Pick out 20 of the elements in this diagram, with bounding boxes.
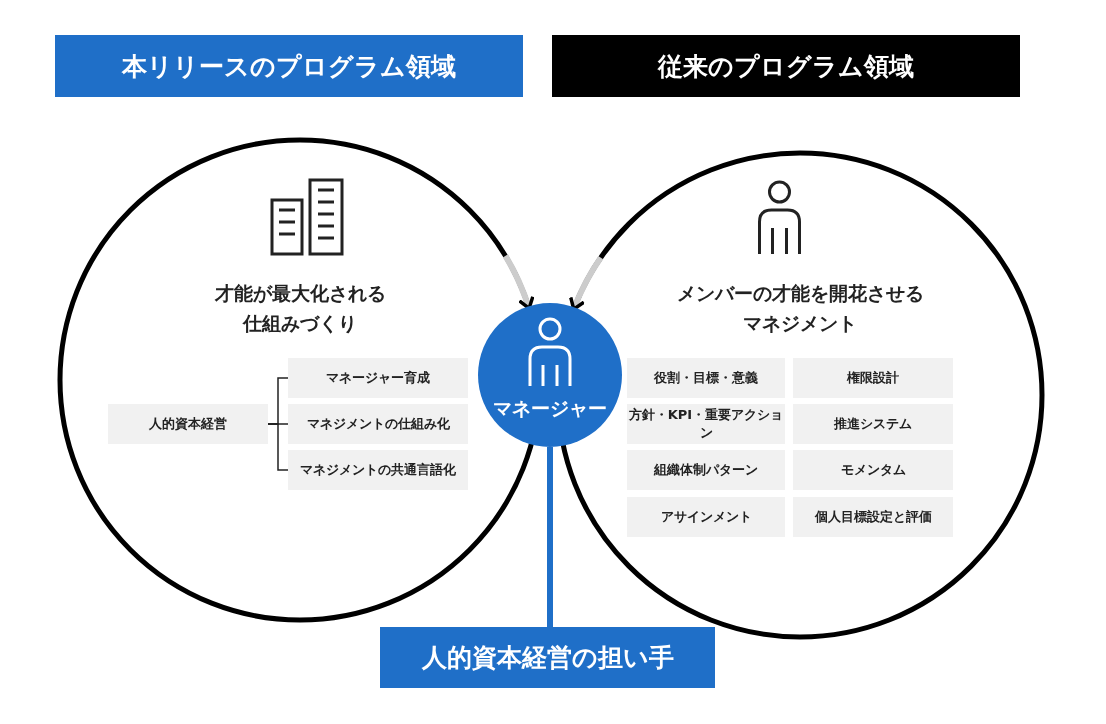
circle-title: 才能が最大化される仕組みづくり [213, 281, 387, 336]
label-box: 役割・目標・意義 [627, 358, 785, 398]
caption-banner: 人的資本経営の担い手 [380, 627, 715, 688]
label-box: モメンタム [793, 450, 953, 490]
label-box: マネジメントの仕組み化 [288, 404, 468, 444]
connector-line [267, 423, 289, 471]
label-box: 推進システム [793, 404, 953, 444]
circle-title: メンバーの才能を開花させるマネジメント [675, 281, 925, 336]
label-box: アサインメント [627, 497, 785, 537]
label-box: 方針・KPI・重要アクション [627, 404, 785, 444]
label-box: 人的資本経営 [108, 404, 268, 444]
heading-banner: 従来のプログラム領域 [552, 35, 1020, 97]
heading-banner: 本リリースのプログラム領域 [55, 35, 523, 97]
label-box: 個人目標設定と評価 [793, 497, 953, 537]
label-box: マネジメントの共通言語化 [288, 450, 468, 490]
label-box: マネージャー育成 [288, 358, 468, 398]
hub-label: マネージャー [492, 396, 608, 421]
label-box: 組織体制パターン [627, 450, 785, 490]
label-box: 権限設計 [793, 358, 953, 398]
arrow [569, 256, 604, 311]
